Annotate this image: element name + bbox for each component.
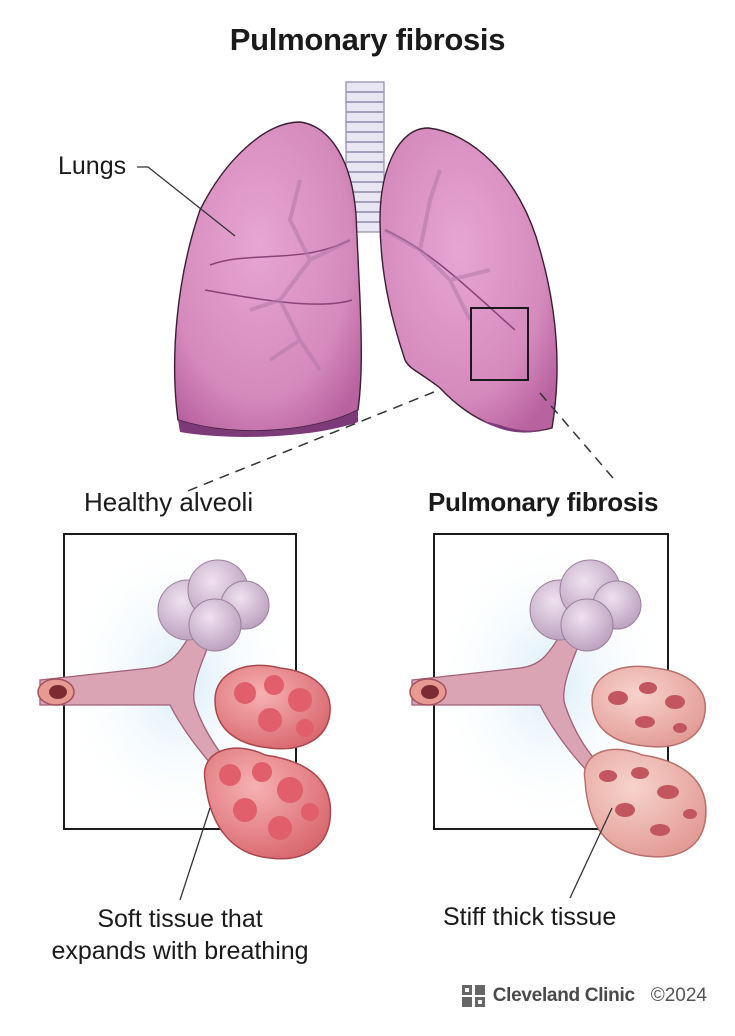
page-title: Pulmonary fibrosis — [229, 22, 506, 57]
copyright: ©2024 — [650, 985, 707, 1006]
healthy-caption: Soft tissue that expands with breathing — [0, 903, 360, 967]
brand-name: Cleveland Clinic — [492, 985, 635, 1006]
pulmonary-fibrosis-label: Pulmonary fibrosis — [428, 487, 659, 517]
lungs-label: Lungs — [58, 152, 127, 180]
healthy-caption-line1: Soft tissue that — [97, 905, 263, 933]
zoom-box — [470, 307, 529, 381]
cleveland-clinic-logo-icon — [461, 985, 485, 1007]
alveolar-sac-healthy-top — [157, 559, 270, 652]
lung-right-view — [379, 127, 558, 433]
healthy-leader-line — [179, 807, 211, 901]
fibrosis-caption: Stiff thick tissue — [443, 903, 617, 931]
panel-fibrosis — [409, 533, 707, 899]
alveolar-sac-fibrosis-top — [529, 559, 642, 652]
footer-brand: Cleveland Clinic ©2024 — [461, 984, 707, 1008]
zoom-line-left — [184, 391, 435, 493]
alveolar-sac-healthy-bottom — [203, 747, 332, 860]
fibrosis-leader-line — [569, 807, 613, 899]
healthy-caption-line2: expands with breathing — [51, 937, 309, 965]
alveolar-sac-healthy-mid — [214, 664, 331, 750]
panel-healthy — [37, 533, 332, 901]
healthy-alveoli-label: Healthy alveoli — [84, 487, 254, 517]
alveolar-sac-fibrosis-bottom — [583, 748, 707, 858]
alveolar-sac-fibrosis-mid — [591, 665, 707, 748]
lungs-leader-line — [137, 166, 236, 237]
lung-left-view — [173, 121, 362, 437]
zoom-line-right — [539, 392, 614, 479]
